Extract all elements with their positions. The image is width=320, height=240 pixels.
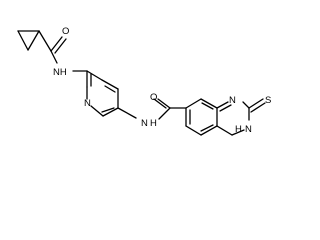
bond	[201, 102, 214, 110]
bond	[17, 30, 29, 51]
atom-labels: O NH N N H O N S N H	[53, 26, 271, 135]
bond	[185, 98, 202, 109]
bond	[200, 98, 218, 109]
bond	[200, 125, 218, 136]
atom-label-nh2-n: N	[141, 118, 148, 129]
bond	[185, 125, 202, 136]
atom-label-n-pyridine: N	[84, 98, 91, 109]
bond	[90, 105, 104, 117]
atom-label-o2: O	[150, 92, 157, 103]
bond	[38, 30, 52, 52]
atom-label-nh1: NH	[53, 67, 67, 78]
bond	[153, 98, 167, 109]
bond	[101, 107, 115, 113]
bond	[231, 129, 245, 136]
bond	[117, 107, 137, 119]
bond	[250, 102, 266, 113]
bond	[219, 104, 232, 112]
bond	[86, 70, 103, 81]
atom-label-n-quinazoline-1: N	[229, 95, 236, 106]
bond	[158, 107, 171, 120]
bond	[27, 30, 40, 51]
bond	[101, 79, 119, 90]
bond	[157, 98, 171, 109]
molecule-structure-diagram: O NH N N H O N S N H	[17, 26, 271, 136]
atom-label-nh3-n: N	[245, 124, 252, 135]
atom-label-nh3-h: H	[235, 124, 242, 135]
bond	[50, 36, 63, 52]
bond	[54, 38, 67, 54]
atom-label-s: S	[265, 95, 271, 106]
bond	[248, 98, 264, 109]
bond	[216, 125, 233, 136]
bond	[216, 101, 229, 109]
bond	[50, 50, 58, 64]
bond	[104, 85, 116, 93]
bond	[102, 107, 119, 117]
bond	[200, 124, 214, 132]
bond-lines	[17, 30, 266, 136]
atom-label-o1: O	[62, 26, 69, 37]
atom-label-nh2-h: H	[150, 118, 157, 129]
bond	[242, 101, 250, 109]
